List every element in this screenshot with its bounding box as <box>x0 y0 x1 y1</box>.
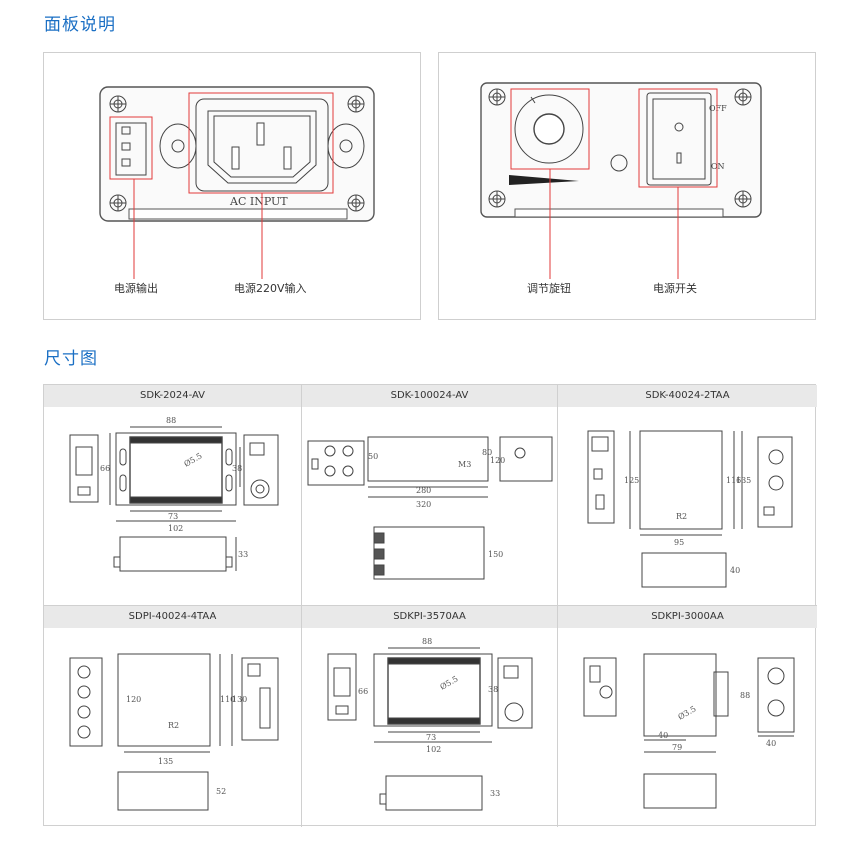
dim-label: 135 <box>736 476 751 485</box>
dim-label: 280 <box>416 486 431 495</box>
dim-label: 66 <box>100 464 110 473</box>
model-cell: SDKPI-3000AA Ø3.5 88 40 79 40 <box>558 606 817 827</box>
dim-label: Ø5.5 <box>183 451 204 468</box>
dim-label: 120 <box>490 456 505 465</box>
model-name: SDKPI-3000AA <box>558 606 817 628</box>
model-name: SDK-40024-2TAA <box>558 385 817 407</box>
ac-input-text: AC INPUT <box>229 195 288 208</box>
model-drawing: 88 66 Ø5.5 38 73 102 33 <box>69 416 279 572</box>
panel-section-title: 面板说明 <box>44 15 116 35</box>
size-section-title: 尺寸图 <box>44 349 98 369</box>
model-drawing: 125 116 135 R2 95 40 <box>587 430 793 588</box>
callout-power-input: 电源220V输入 <box>234 282 307 295</box>
panel-left-drawing: AC INPUT <box>99 86 375 279</box>
dim-label: 95 <box>674 538 684 547</box>
adjust-knob-icon <box>514 94 584 164</box>
dim-label: 40 <box>766 739 776 748</box>
output-connector-icon <box>115 122 147 176</box>
dim-label: 33 <box>490 789 500 798</box>
model-drawing: 120 110 130 R2 135 52 <box>69 653 279 811</box>
screw-icon <box>109 95 365 212</box>
model-cell: SDK-100024-AV 50 M3 80 120 280 320 150 <box>302 385 558 606</box>
dim-label: R2 <box>168 721 179 730</box>
model-name: SDPI-40024-4TAA <box>44 606 301 628</box>
panel-right-drawing: OFF ON <box>480 82 762 279</box>
dim-label: 150 <box>488 550 503 559</box>
dim-label: 125 <box>624 476 639 485</box>
model-cell: SDK-2024-AV 88 66 Ø5.5 38 73 102 <box>44 385 302 606</box>
dim-label: 130 <box>232 695 247 704</box>
dim-label: 102 <box>168 524 183 533</box>
model-cell: SDK-40024-2TAA 125 116 135 R2 95 40 <box>558 385 817 606</box>
indicator-led-icon <box>610 154 628 172</box>
dim-label: 66 <box>358 687 368 696</box>
dim-label: 320 <box>416 500 431 509</box>
dim-label: 88 <box>166 416 176 425</box>
dim-label: 88 <box>422 637 432 646</box>
dim-label: 80 <box>482 448 492 457</box>
dim-label: 116 <box>726 476 741 485</box>
dim-label: 88 <box>740 691 750 700</box>
dim-label: Ø3.5 <box>677 704 698 721</box>
dim-label: 110 <box>220 695 235 704</box>
dim-label: 52 <box>216 787 226 796</box>
switch-on-label: ON <box>711 162 725 171</box>
callout-power-output: 电源输出 <box>114 282 158 295</box>
ac-inlet-icon <box>159 98 365 192</box>
dim-label: 33 <box>238 550 248 559</box>
model-name: SDK-2024-AV <box>44 385 301 407</box>
scale-wedge-icon <box>509 175 579 185</box>
power-switch-icon <box>646 92 712 186</box>
dim-label: 120 <box>126 695 141 704</box>
screw-icon <box>488 88 752 208</box>
dimension-grid: SDK-2024-AV 88 66 Ø5.5 38 73 102 <box>43 384 817 827</box>
dim-label: 73 <box>168 512 178 521</box>
dim-label: 40 <box>730 566 740 575</box>
callout-adjust-knob: 调节旋钮 <box>527 282 571 295</box>
model-cell: SDKPI-3570AA 88 66 Ø5.5 38 73 102 33 <box>302 606 558 827</box>
dim-label: Ø5.5 <box>439 674 460 691</box>
dim-label: 135 <box>158 757 173 766</box>
panel-right: OFF ON 调节旋钮 电源开关 <box>438 52 816 320</box>
model-name: SDKPI-3570AA <box>302 606 557 628</box>
dim-label: M3 <box>458 460 471 469</box>
dim-label: R2 <box>676 512 687 521</box>
model-cell: SDPI-40024-4TAA 120 110 130 R2 135 52 <box>44 606 302 827</box>
dim-label: 38 <box>232 464 242 473</box>
dim-label: 73 <box>426 733 436 742</box>
model-drawing: Ø3.5 88 40 79 40 <box>583 653 795 809</box>
switch-off-label: OFF <box>709 104 727 113</box>
panel-left: AC INPUT 电源输出 电源220V输入 <box>43 52 421 320</box>
callout-power-switch: 电源开关 <box>653 282 697 295</box>
dim-label: 50 <box>368 452 378 461</box>
dim-label: 102 <box>426 745 441 754</box>
dim-label: 40 <box>658 731 668 740</box>
model-name: SDK-100024-AV <box>302 385 557 407</box>
model-drawing: 50 M3 80 120 280 320 150 <box>307 436 553 580</box>
dim-label: 79 <box>672 743 682 752</box>
dim-label: 38 <box>488 685 498 694</box>
model-drawing: 88 66 Ø5.5 38 73 102 33 <box>327 637 533 811</box>
